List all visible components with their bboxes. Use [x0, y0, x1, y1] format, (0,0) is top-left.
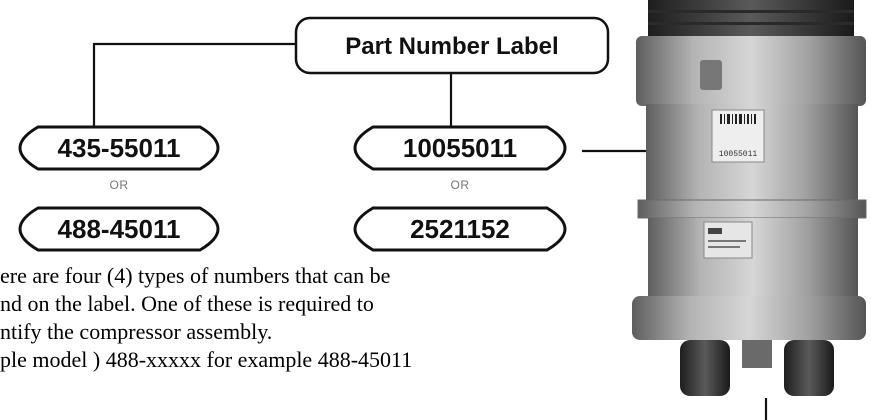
description-line-2: nd on the label. One of these is require…: [0, 291, 374, 316]
description-line-3: ntify the compressor assembly.: [0, 319, 273, 344]
right-number-group: 10055011 OR 2521152: [353, 125, 567, 252]
pill-10055011: 10055011: [353, 125, 567, 171]
or-separator-right: OR: [451, 178, 470, 192]
part-number-435-55011: 435-55011: [58, 133, 181, 163]
pill-435-55011: 435-55011: [18, 125, 220, 171]
description-text: ere are four (4) types of numbers that c…: [0, 262, 620, 374]
pill-2521152: 2521152: [353, 206, 567, 252]
left-connector: [92, 42, 296, 126]
part-number-10055011: 10055011: [403, 133, 517, 163]
part-number-label-box: Part Number Label: [294, 16, 610, 75]
compressor-sticker-code: 10055011: [719, 150, 758, 159]
part-number-label-title: Part Number Label: [345, 33, 558, 60]
pill-488-45011: 488-45011: [18, 206, 220, 252]
or-separator-left: OR: [110, 178, 129, 192]
left-number-group: 435-55011 OR 488-45011: [18, 125, 220, 252]
part-number-2521152: 2521152: [410, 214, 510, 244]
description-line-1: ere are four (4) types of numbers that c…: [0, 263, 391, 288]
part-number-488-45011: 488-45011: [58, 214, 181, 244]
description-line-4: ple model ) 488-xxxxx for example 488-45…: [0, 347, 413, 372]
compressor-image: 10055011: [632, 0, 867, 396]
